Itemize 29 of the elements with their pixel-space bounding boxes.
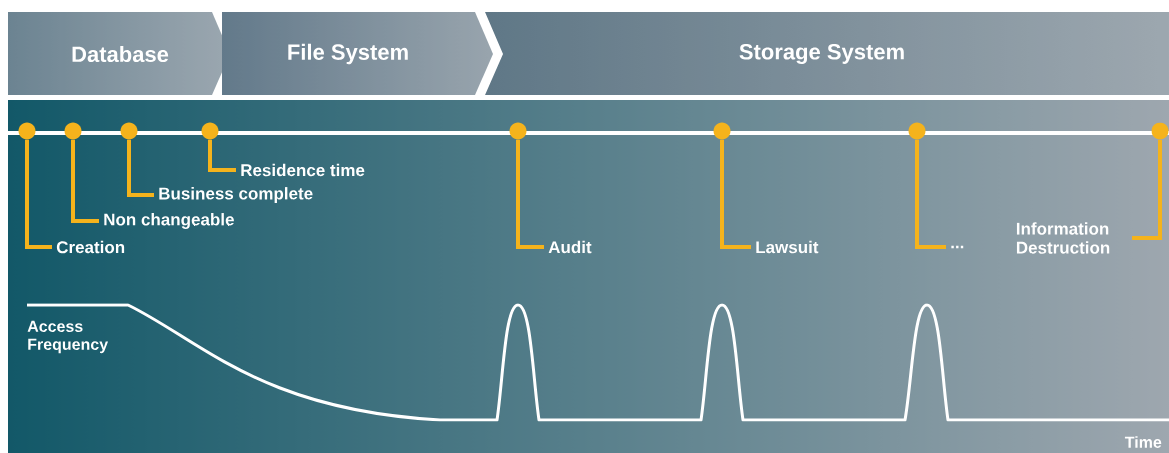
milestone-label: ... (951, 245, 964, 249)
milestone-dot (201, 122, 219, 140)
milestone-label: Business complete (159, 187, 313, 203)
milestone-dot (509, 122, 527, 140)
milestone-dot (1151, 122, 1169, 140)
milestone-label: Audit (548, 240, 592, 254)
axis-label: Time (1124, 436, 1162, 448)
leader-line (720, 139, 751, 249)
milestone-label: Information Destruction (1016, 222, 1110, 254)
leader-line (516, 139, 544, 249)
leader-line (25, 139, 52, 249)
milestone-dot (908, 122, 926, 140)
milestone-dot (713, 122, 731, 140)
milestone-label: Residence time (241, 163, 365, 177)
stage-chevron: File System (288, 43, 408, 65)
milestone-label: Lawsuit (756, 240, 819, 254)
leader-line (915, 139, 946, 249)
milestone-label: Creation (56, 240, 125, 254)
axis-label: Access Frequency (27, 320, 109, 354)
milestone-dot (120, 122, 138, 140)
leader-line (1132, 139, 1162, 240)
milestone-dot (18, 122, 36, 140)
stage-chevron: Storage System (739, 44, 904, 64)
stage-chevron: Database (72, 45, 169, 63)
leader-line (208, 139, 236, 172)
leader-line (71, 139, 99, 223)
leader-line (127, 139, 154, 197)
milestone-label: Non changeable (104, 213, 234, 229)
milestone-dot (64, 122, 82, 140)
